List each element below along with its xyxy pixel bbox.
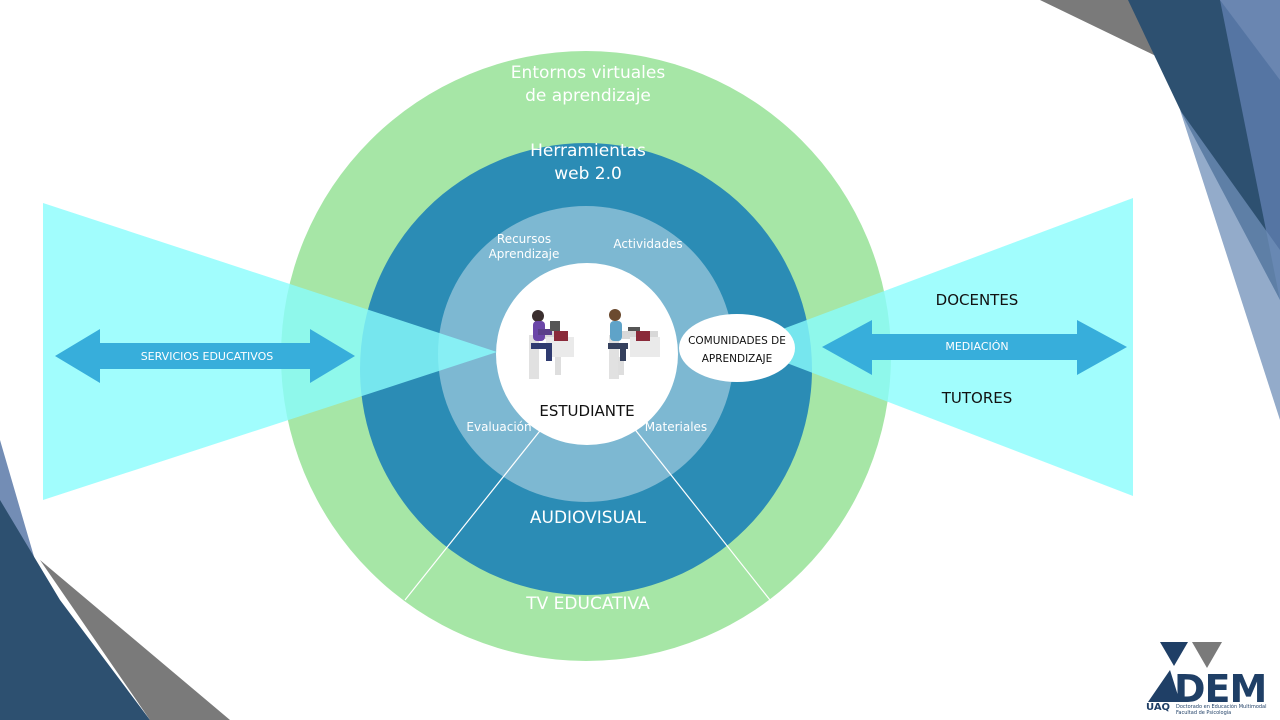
comunidades-label-line1: COMUNIDADES DE xyxy=(688,335,786,347)
estudiante-label: ESTUDIANTE xyxy=(539,402,634,420)
dem-logo-word: DEM xyxy=(1174,667,1267,711)
mediacion-double-arrow xyxy=(822,320,1127,375)
corner-shape xyxy=(1040,0,1185,70)
sector-divider-right xyxy=(632,426,771,601)
sector-divider-left xyxy=(404,426,544,601)
servicios-educativos-label: SERVICIOS EDUCATIVOS xyxy=(141,350,274,363)
corner-decoration-bottom-left xyxy=(0,440,230,720)
dem-logo-mark-icon xyxy=(1148,642,1222,702)
evaluacion-label: Evaluación xyxy=(466,420,531,434)
corner-shape xyxy=(1220,0,1280,300)
entornos-label-line2: de aprendizaje xyxy=(525,86,651,106)
logo-subtitle: Doctorado en Educación Multimodal Facult… xyxy=(1176,704,1276,716)
corner-shape xyxy=(40,560,230,720)
entornos-label-line1: Entornos virtuales xyxy=(511,63,666,83)
student-figure-icon xyxy=(608,309,660,379)
corner-decoration-top-right xyxy=(1040,0,1280,420)
actividades-label: Actividades xyxy=(613,237,682,251)
comunidades-bubble xyxy=(679,314,795,382)
servicios-double-arrow xyxy=(55,329,355,383)
recursos-label-line1: Recursos xyxy=(497,232,551,246)
docentes-label: DOCENTES xyxy=(936,291,1019,309)
tutores-label: TUTORES xyxy=(941,389,1013,407)
uaq-label: UAQ xyxy=(1146,702,1171,713)
herramientas-label-line2: web 2.0 xyxy=(554,164,622,184)
materiales-label: Materiales xyxy=(645,420,707,434)
dem-logo: DEM UAQ Doctorado en Educación Multimoda… xyxy=(1144,640,1276,718)
corner-shape xyxy=(1180,110,1280,420)
student-figure-icon xyxy=(529,310,574,379)
logo-subtitle-line2: Facultad de Psicología xyxy=(1176,710,1232,716)
corner-shape xyxy=(0,500,150,720)
comunidades-label-line2: APRENDIZAJE xyxy=(702,353,773,365)
mediacion-label: MEDIACIÓN xyxy=(945,340,1008,353)
logo-subtitle-line1: Doctorado en Educación Multimodal xyxy=(1176,704,1267,710)
herramientas-label-line1: Herramientas xyxy=(530,141,646,161)
core-circle xyxy=(496,263,678,445)
tv-educativa-label: TV EDUCATIVA xyxy=(525,594,650,614)
recursos-label-line2: Aprendizaje xyxy=(489,247,560,261)
audiovisual-label: AUDIOVISUAL xyxy=(530,508,647,528)
